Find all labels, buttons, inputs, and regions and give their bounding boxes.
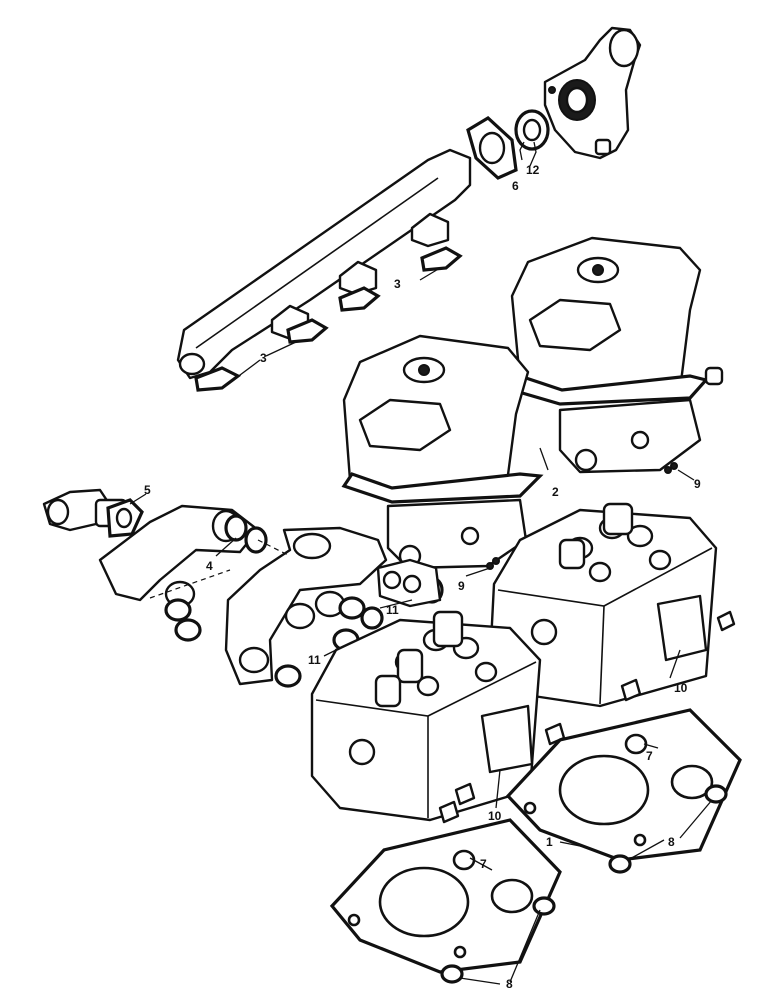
head-bolts — [438, 610, 736, 824]
air-manifold-right — [224, 526, 388, 686]
callout-7-right: 7 — [646, 749, 653, 763]
callout-8-right: 8 — [668, 835, 675, 849]
head-gasket-right — [505, 708, 742, 862]
callout-10-right: 10 — [674, 681, 688, 695]
push-rod-pin-9b — [664, 462, 678, 474]
cylinder-head-left — [310, 610, 542, 822]
callout-8-left: 8 — [506, 977, 513, 991]
callout-5: 5 — [144, 483, 151, 497]
callout-11-upper: 11 — [386, 603, 399, 617]
callout-3-upper: 3 — [394, 277, 401, 291]
manifold-gasket-3d — [194, 366, 242, 392]
water-manifold — [176, 148, 472, 380]
elbow-gasket — [106, 498, 144, 538]
callout-1: 1 — [546, 835, 553, 849]
leader-lines — [129, 141, 713, 985]
callout-9-right: 9 — [694, 477, 701, 491]
push-rod-pin-9a — [486, 557, 500, 570]
callout-labels: 12 6 3 3 2 9 9 5 4 11 11 10 10 7 7 1 8 8 — [144, 163, 701, 991]
callout-12: 12 — [526, 163, 540, 177]
manifold-gasket-3a — [420, 246, 463, 272]
rocker-cover-gasket-left — [341, 472, 544, 504]
callout-4: 4 — [206, 559, 213, 573]
rocker-cover-right — [510, 236, 702, 398]
callout-10-left: 10 — [488, 809, 502, 823]
cylinder-head-right — [488, 502, 718, 708]
rocker-assembly-left — [386, 498, 528, 570]
rocker-cover-left — [342, 334, 530, 498]
manifold-gasket-3c — [286, 318, 329, 344]
callout-7-left: 7 — [480, 857, 487, 871]
callout-11-lower: 11 — [308, 653, 321, 667]
connector-tube — [376, 558, 442, 608]
water-outlet-seal — [514, 109, 550, 151]
callout-3-lower: 3 — [260, 351, 267, 365]
water-outlet-gasket — [466, 116, 518, 180]
rocker-assembly-right — [558, 366, 724, 474]
manifold-gasket-3b — [338, 286, 381, 312]
water-outlet-housing — [543, 26, 642, 160]
assembly-line-manifold — [257, 539, 291, 557]
manifold-seal-rings-4 — [164, 514, 268, 642]
o-rings-8 — [440, 784, 728, 984]
callout-9-left: 9 — [458, 579, 465, 593]
callout-6: 6 — [512, 179, 519, 193]
head-gasket-left — [329, 818, 562, 974]
callout-2: 2 — [552, 485, 559, 499]
